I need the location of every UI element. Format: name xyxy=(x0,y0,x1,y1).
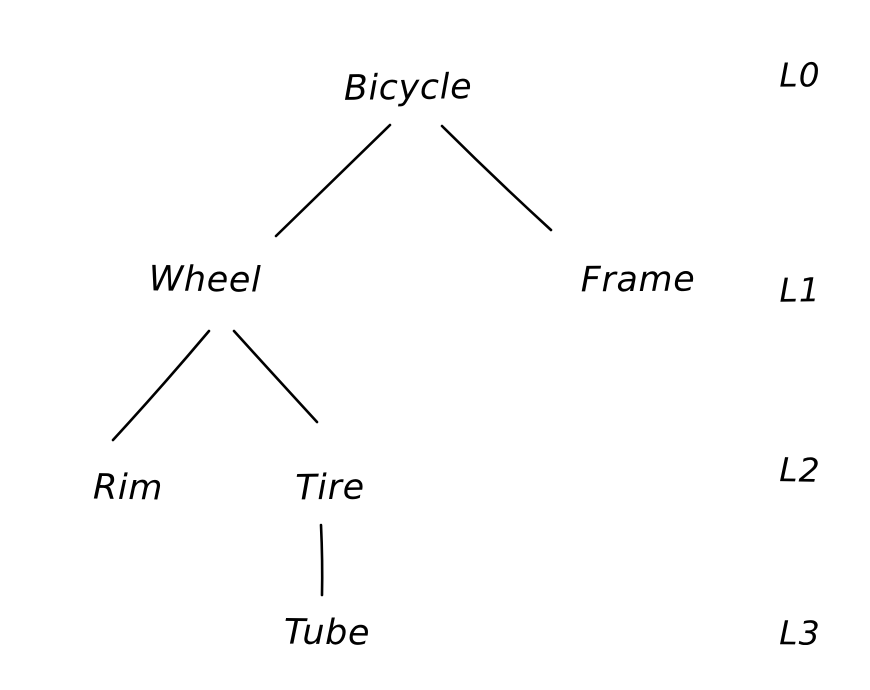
edge-bicycle-to-wheel xyxy=(274,123,392,238)
level-label-l1: L1 xyxy=(779,270,821,310)
node-rim[interactable]: Rim xyxy=(92,467,164,509)
node-tire[interactable]: Tire xyxy=(295,467,365,509)
node-frame[interactable]: Frame xyxy=(580,259,696,301)
node-bicycle[interactable]: Bicycle xyxy=(343,67,473,109)
node-wheel[interactable]: Wheel xyxy=(148,259,262,301)
edge-bicycle-to-frame xyxy=(440,124,553,232)
level-label-l3: L3 xyxy=(779,613,821,653)
node-tube[interactable]: Tube xyxy=(283,612,371,654)
edge-tire-to-tube xyxy=(319,523,324,597)
level-label-l0: L0 xyxy=(779,55,821,95)
edge-wheel-to-tire xyxy=(232,329,319,424)
edge-wheel-to-rim xyxy=(111,329,211,442)
level-label-l2: L2 xyxy=(779,450,821,490)
